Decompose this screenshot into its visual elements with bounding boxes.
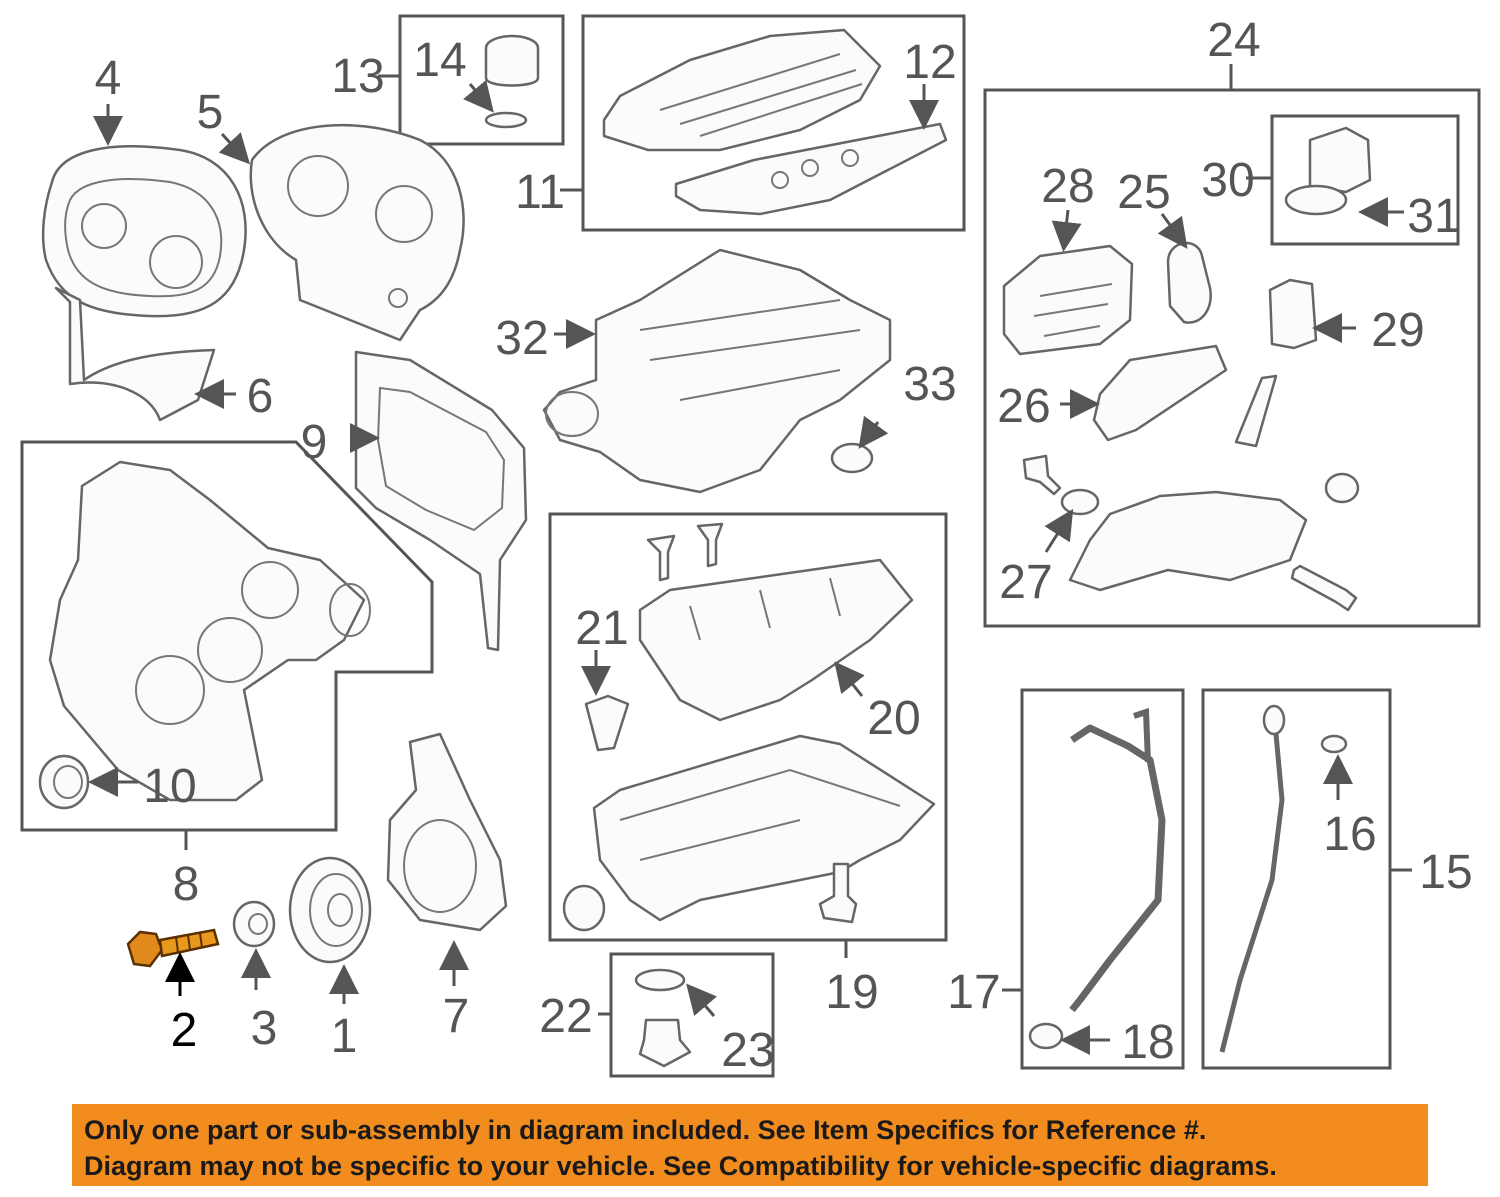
leader-arrows (88, 79, 1404, 1055)
callout-5: 5 (197, 86, 224, 139)
group-box-30 (1270, 114, 1460, 246)
part-21-insert (584, 694, 630, 752)
callout-33: 33 (903, 358, 956, 411)
part-27-o-ring (1060, 488, 1100, 516)
callout-6: 6 (247, 370, 274, 423)
part-oil-filter-adapter (1068, 490, 1308, 592)
part-bolt-24b (1290, 564, 1358, 612)
callout-13: 13 (331, 50, 384, 103)
callout-22: 22 (539, 990, 592, 1043)
part-2-bolt (126, 928, 220, 968)
part-15-dipstick (1219, 704, 1286, 1053)
callout-16: 16 (1323, 808, 1376, 861)
callout-32: 32 (495, 312, 548, 365)
callout-10: 10 (143, 760, 196, 813)
part-23-seal (634, 968, 686, 992)
part-bolt-24a (1022, 454, 1062, 496)
part-17-dipstick-tube (1069, 724, 1166, 1013)
part-28-oil-cooler (1002, 244, 1134, 356)
callout-7: 7 (443, 990, 470, 1043)
callout-20: 20 (867, 692, 920, 745)
callout-2: 2 (171, 1004, 198, 1057)
callout-28: 28 (1041, 160, 1094, 213)
callout-4: 4 (95, 52, 122, 105)
callout-9: 9 (301, 416, 328, 469)
part-20-bearing-ladder (638, 558, 914, 722)
callout-19: 19 (825, 966, 878, 1019)
callout-18: 18 (1121, 1016, 1174, 1069)
part-22-plug (638, 1018, 692, 1068)
group-box-11 (581, 14, 966, 232)
part-6-lower-cover (54, 286, 216, 422)
part-3-washer (232, 900, 276, 948)
part-4-timing-cover-outer (41, 145, 247, 318)
part-bolt-19b (696, 522, 724, 568)
part-spring (1234, 374, 1278, 448)
callout-8: 8 (173, 858, 200, 911)
part-30-filter-cap (1284, 126, 1372, 216)
part-11-valve-cover (602, 28, 882, 152)
part-10-seal (38, 754, 90, 810)
callout-25: 25 (1117, 166, 1170, 219)
callout-21: 21 (575, 602, 628, 655)
callout-1: 1 (331, 1010, 358, 1063)
part-26-gasket (1092, 344, 1228, 442)
part-8-front-cover-housing (48, 460, 371, 802)
part-33-o-ring (830, 442, 874, 474)
group-box-8 (20, 440, 434, 832)
callout-3: 3 (251, 1002, 278, 1055)
part-drain-plug-seal (562, 884, 606, 932)
part-9-gasket (354, 350, 528, 652)
group-box-13 (398, 14, 565, 146)
callout-26: 26 (997, 380, 1050, 433)
callout-29: 29 (1371, 304, 1424, 357)
group-box-19 (548, 512, 948, 942)
callout-11: 11 (515, 166, 565, 219)
part-bolt-19a (646, 534, 676, 582)
notice-line-2: Diagram may not be specific to your vehi… (84, 1151, 1277, 1181)
part-drain-bolt (818, 862, 858, 924)
callout-27: 27 (999, 556, 1052, 609)
callout-17: 17 (947, 966, 1000, 1019)
part-17-tube-top (1133, 707, 1151, 763)
part-19-oil-pan (592, 734, 936, 922)
part-12-valve-cover-gasket (674, 122, 948, 216)
callout-31: 31 (1407, 190, 1460, 243)
part-32-intake-manifold (542, 248, 892, 494)
part-5-timing-cover-inner (249, 123, 465, 342)
part-25-gasket (1166, 241, 1212, 324)
callout-24: 24 (1207, 14, 1260, 67)
callout-15: 15 (1419, 846, 1472, 899)
notice-line-1: Only one part or sub-assembly in diagram… (84, 1115, 1207, 1145)
part-7-seal-housing (386, 732, 508, 932)
part-14-oil-cap (484, 34, 540, 129)
callout-23: 23 (721, 1024, 774, 1077)
part-18-o-ring (1028, 1022, 1064, 1050)
callout-30: 30 (1201, 154, 1254, 207)
group-box-17 (1020, 688, 1185, 1070)
notice-banner: Only one part or sub-assembly in diagram… (72, 1104, 1428, 1186)
group-brackets (184, 64, 1412, 1016)
part-16-o-ring (1320, 734, 1348, 754)
callout-12: 12 (903, 36, 956, 89)
group-box-15 (1201, 688, 1392, 1070)
callout-14: 14 (413, 34, 466, 87)
part-1-pulley (288, 856, 372, 964)
part-plug-24 (1324, 472, 1360, 504)
part-29-oil-filter (1268, 278, 1318, 350)
